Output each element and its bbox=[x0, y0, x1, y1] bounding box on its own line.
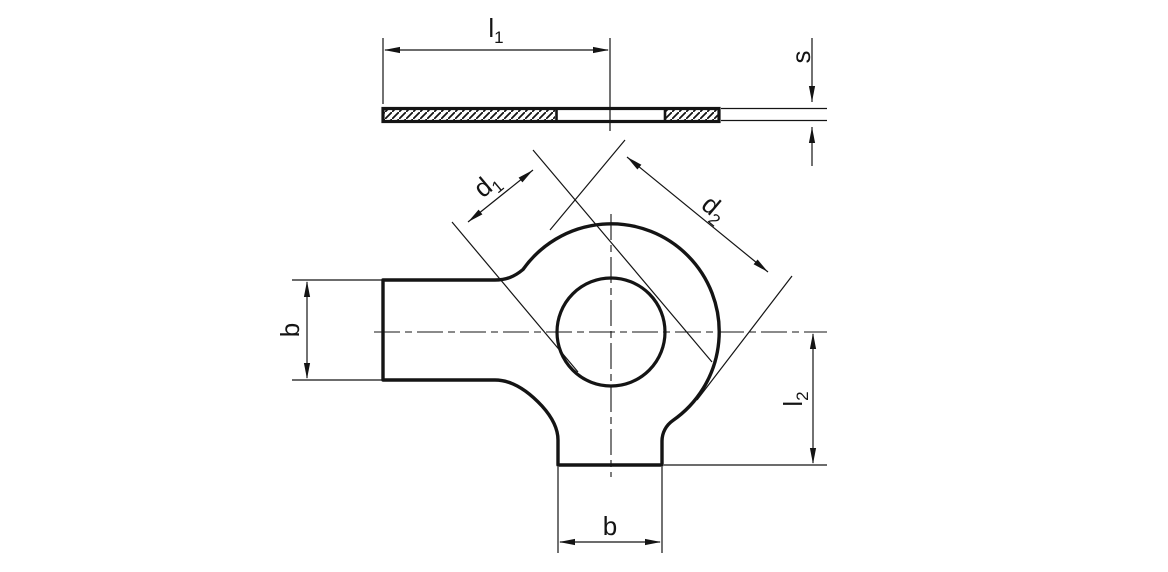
washer-outline bbox=[381, 222, 721, 467]
dimension-s: s bbox=[786, 38, 816, 166]
s-arrowhead-down bbox=[808, 86, 816, 102]
hatch-area-left bbox=[384, 110, 555, 120]
d2-arrowhead-upper bbox=[627, 157, 642, 170]
d1-arrowhead-upper bbox=[518, 170, 533, 183]
plan-view: b b l2 d1 bbox=[275, 139, 827, 553]
dimension-d1: d1 bbox=[451, 149, 713, 373]
dimension-l2: l2 bbox=[664, 333, 827, 466]
dimension-b-bottom: b bbox=[557, 467, 663, 553]
section-view: l1 s bbox=[381, 13, 827, 166]
label-b-left: b bbox=[275, 323, 305, 337]
d1-arrowhead-lower bbox=[468, 209, 483, 222]
d2-dimension-line bbox=[626, 156, 769, 273]
l2-arrowhead-down bbox=[809, 448, 817, 464]
washer-section-outline bbox=[381, 106, 721, 124]
label-l2: l2 bbox=[778, 391, 812, 406]
dimension-l1: l1 bbox=[382, 13, 609, 104]
b-left-arrowhead-up bbox=[303, 281, 311, 297]
label-l1: l1 bbox=[488, 13, 503, 47]
d2-tangent-line-lower bbox=[696, 275, 793, 401]
label-b-bottom: b bbox=[603, 511, 617, 541]
label-s: s bbox=[786, 51, 816, 64]
dimension-b-left: b bbox=[275, 279, 383, 381]
d1-tangent-line-upper bbox=[532, 149, 713, 363]
l2-arrowhead-up bbox=[809, 333, 817, 349]
s-arrowhead-up bbox=[808, 127, 816, 143]
l1-arrowhead-right bbox=[593, 46, 609, 54]
l1-arrowhead-left bbox=[384, 46, 400, 54]
d2-tangent-line-upper bbox=[549, 139, 626, 231]
b-bottom-arrowhead-right bbox=[645, 538, 661, 546]
b-bottom-arrowhead-left bbox=[559, 538, 575, 546]
b-left-arrowhead-down bbox=[303, 363, 311, 379]
d2-arrowhead-lower bbox=[753, 259, 768, 272]
d1-tangent-line-lower bbox=[451, 221, 579, 373]
hatch-area-right bbox=[666, 110, 718, 120]
